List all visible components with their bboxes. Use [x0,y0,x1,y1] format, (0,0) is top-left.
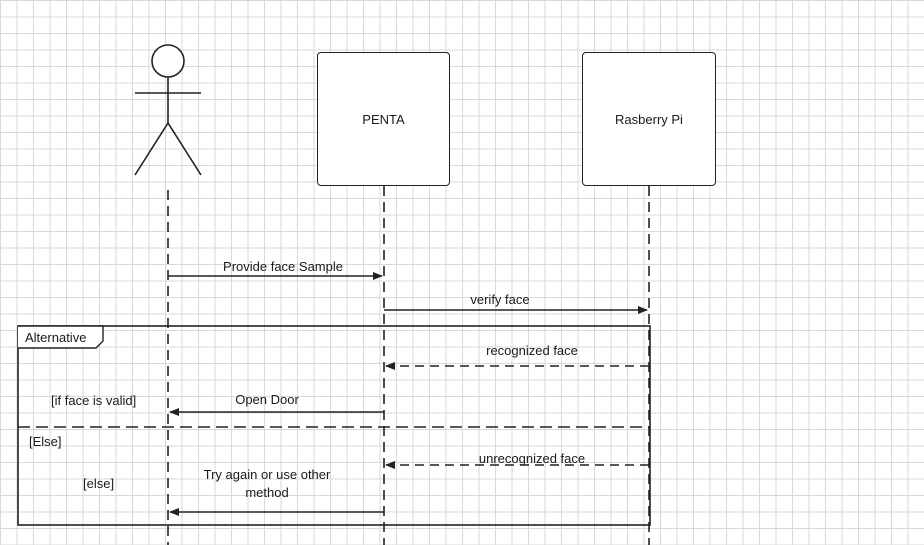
penta-participant-label: PENTA [362,111,405,127]
alt-operator-label: Alternative [25,330,87,345]
guard-else-label: [Else] [29,434,62,449]
recognized-face-label: recognized face [486,343,578,358]
guard-else-inner-label: [else] [83,476,115,491]
pi-participant: Rasberry Pi [582,52,716,186]
unrecognized-face-label: unrecognized face [478,451,586,466]
guard-valid-label: [if face is valid] [51,393,137,408]
actor-figure [134,44,202,176]
provide-face-label: Provide face Sample [223,259,343,274]
try-again-label-line1: Try again or use other [203,467,331,482]
alt-fragment-tab [18,325,104,349]
try-again-label-line2: method [245,485,289,500]
penta-participant: PENTA [317,52,450,186]
verify-face-label: verify face [470,292,530,307]
open-door-label: Open Door [235,392,299,407]
pi-participant-label: Rasberry Pi [615,111,683,127]
alt-fragment-frame [17,325,651,526]
